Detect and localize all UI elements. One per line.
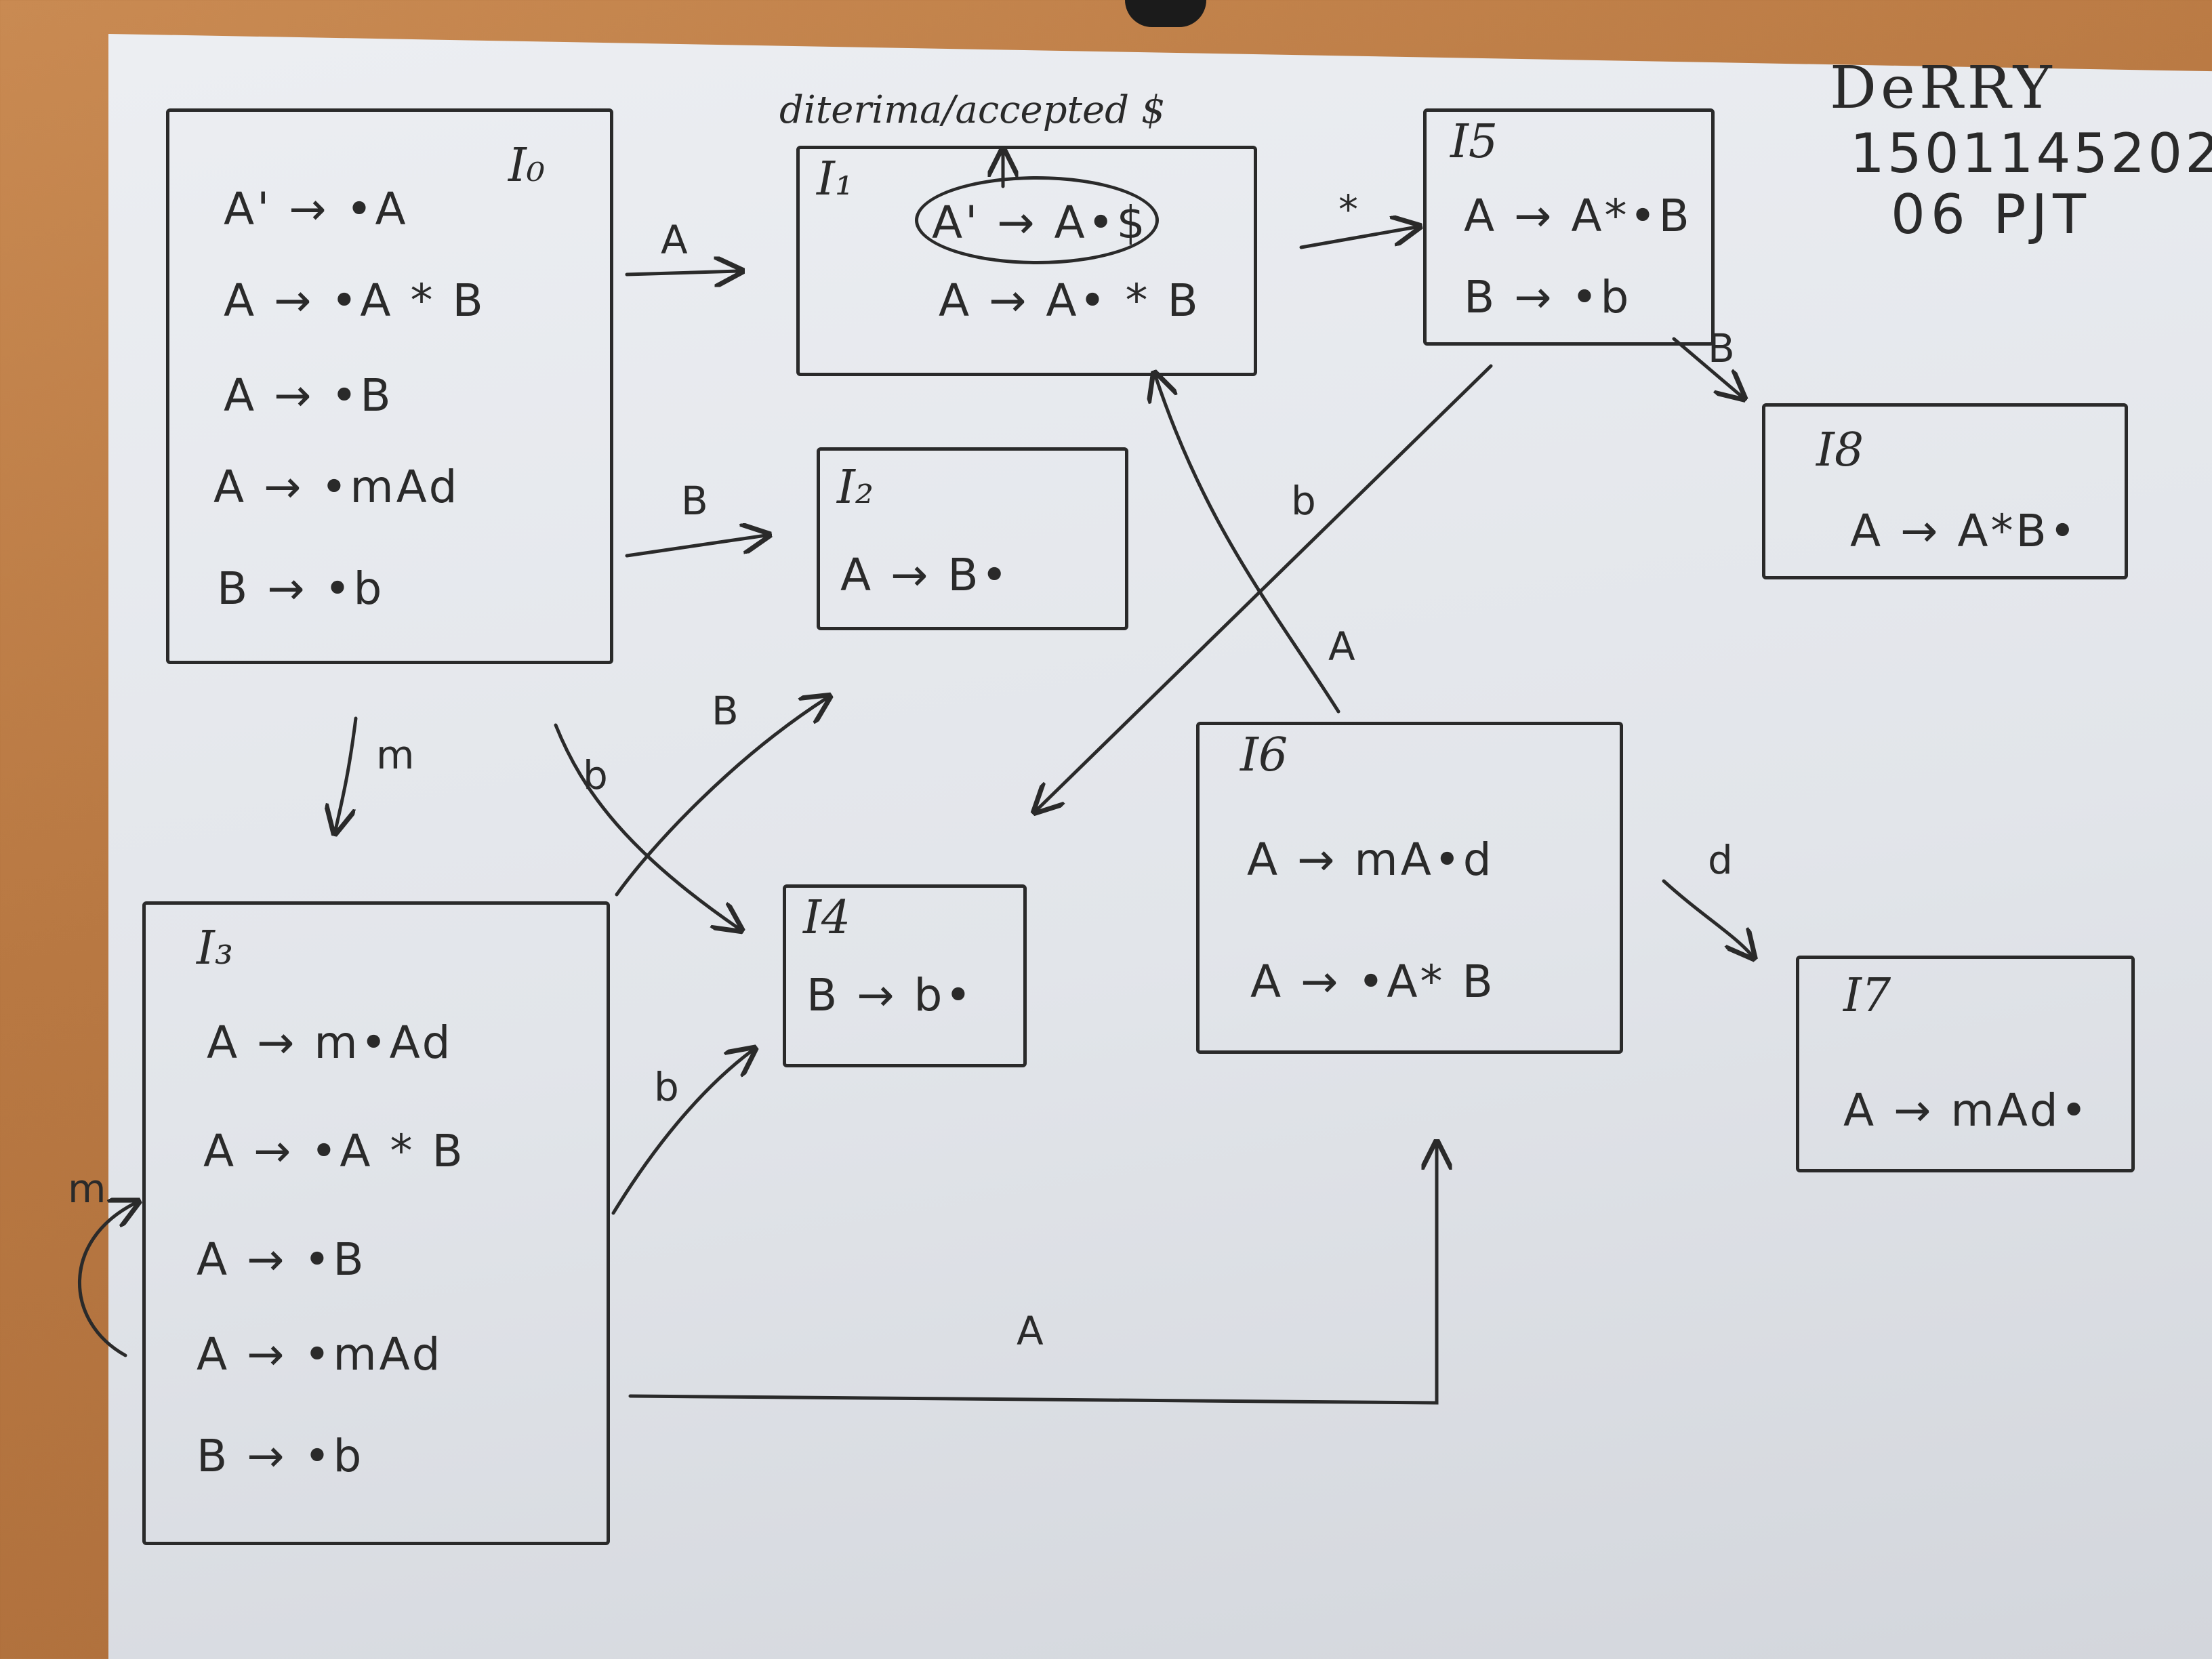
state-I3-label: I₃: [197, 922, 234, 975]
state-I0-item: B → •b: [217, 562, 385, 615]
edge-I1-I5-label: *: [1338, 186, 1358, 232]
state-I4-item: B → b•: [806, 969, 975, 1021]
state-I5-item: B → •b: [1464, 271, 1632, 323]
state-I8-item: A → A*B•: [1850, 505, 2078, 557]
state-I3-item: A → •A * B: [203, 1125, 466, 1177]
edge-I5-I8: [1672, 337, 1742, 396]
state-I3-item: B → •b: [197, 1430, 365, 1482]
state-I4: [783, 884, 1027, 1067]
edge-I5-I4: [1037, 364, 1493, 810]
edge-I3-I6-label: A: [1017, 1308, 1044, 1354]
state-I0-label: I₀: [508, 139, 546, 192]
state-I0-item: A → •A * B: [224, 274, 486, 327]
state-I5-item: A → A*•B: [1464, 190, 1692, 242]
edge-I3-I3-loop: [78, 1203, 136, 1357]
state-I1-item: A' → A•$: [932, 197, 1148, 249]
state-I7-label: I7: [1843, 969, 1891, 1023]
state-I8-label: I8: [1816, 424, 1864, 477]
edge-I3-I2: [615, 698, 827, 897]
edge-I0-I1-label: A: [661, 217, 688, 263]
edge-I0-I3-label: m: [376, 732, 415, 778]
author-class: 06 PJT: [1891, 183, 2091, 246]
paper-sheet: [108, 34, 2212, 1659]
state-I5-label: I5: [1450, 115, 1498, 169]
state-I7-item: A → mAd•: [1843, 1084, 2090, 1136]
edge-I3-I3-label: m: [68, 1166, 106, 1212]
state-I6-item: A → mA•d: [1247, 834, 1494, 886]
edge-I6-I1-label: A: [1328, 623, 1355, 670]
edge-I6-I7-label: d: [1708, 837, 1733, 883]
edge-I0-I2: [625, 535, 766, 558]
edge-I0-I1: [625, 271, 739, 274]
edge-I5-I4-label: b: [1291, 478, 1316, 524]
state-I3-item: A → m•Ad: [207, 1017, 453, 1069]
edge-I3-I4: [611, 1050, 752, 1215]
state-I0-item: A → •B: [224, 369, 394, 422]
state-I8: [1762, 403, 2128, 579]
state-I0-item: A → •mAd: [213, 461, 460, 513]
state-I6: [1196, 722, 1623, 1054]
state-I1-label: I₁: [817, 152, 854, 206]
edge-I1-I5: [1299, 227, 1416, 249]
edge-I3-I4-label: b: [654, 1064, 679, 1110]
state-I6-label: I6: [1240, 729, 1288, 782]
state-I0: [166, 108, 613, 664]
state-I2-item: A → B•: [840, 549, 1010, 601]
edge-I0-I3: [335, 716, 358, 830]
edge-I0-I4-label: b: [583, 752, 608, 798]
state-I1-item: A → A• * B: [939, 274, 1201, 327]
author-name: DeRRY: [1830, 54, 2056, 122]
state-I3-item: A → •B: [197, 1233, 367, 1286]
state-I3-item: A → •mAd: [197, 1328, 443, 1380]
state-I2: [817, 447, 1128, 630]
state-I4-label: I4: [803, 891, 851, 945]
state-I0-item: A' → •A: [224, 183, 409, 235]
state-I1: [796, 146, 1257, 376]
state-I6-item: A → •A* B: [1250, 956, 1496, 1008]
state-I7: [1796, 956, 2135, 1172]
accepted-note: diterima/accepted $: [779, 88, 1166, 132]
accept-highlight: [915, 176, 1159, 264]
edge-I0-I4: [554, 723, 739, 928]
edge-I6-I7: [1662, 879, 1752, 956]
author-id: 1501145202: [1850, 122, 2212, 185]
edge-I0-I2-label: B: [681, 478, 708, 524]
edge-I3-I6: [628, 1145, 1437, 1405]
edge-I5-I8-label: B: [1708, 325, 1735, 371]
pen-shadow: [1125, 0, 1206, 27]
edge-I6-I1: [1155, 376, 1340, 714]
state-I2-label: I₂: [837, 461, 874, 514]
edge-I3-I2-label: B: [712, 688, 739, 734]
